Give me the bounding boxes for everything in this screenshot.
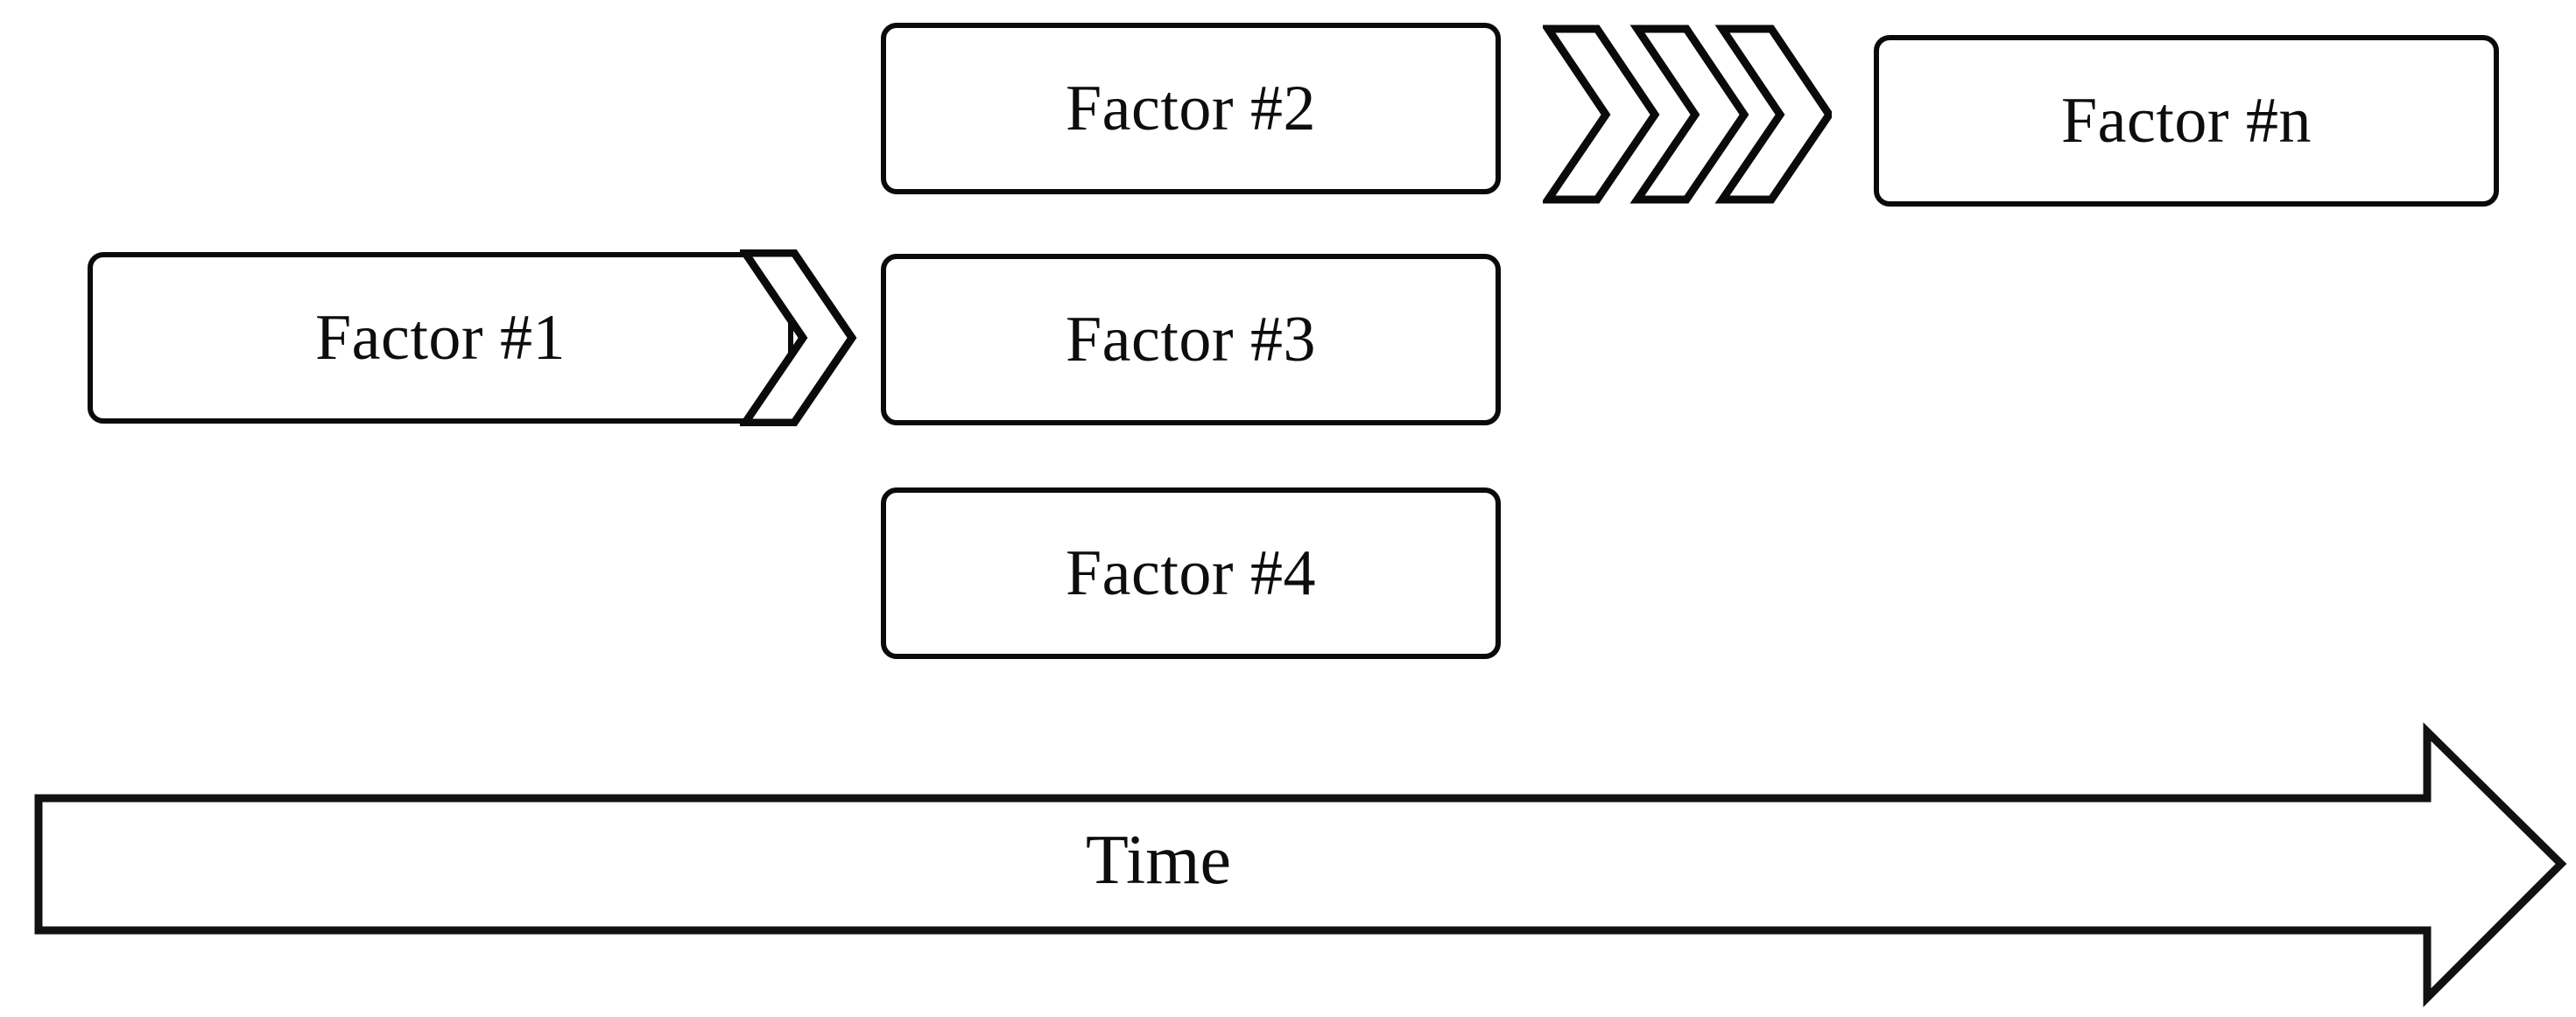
factor-box-n[interactable]: Factor #n: [1874, 35, 2499, 207]
factor-box-1-label: Factor #1: [314, 302, 567, 374]
time-arrow: Time: [0, 700, 2576, 1017]
chevron-right-triple-icon: [1540, 25, 1834, 204]
factor-box-n-label: Factor #n: [2060, 85, 2312, 157]
factor-box-4-label: Factor #4: [1065, 537, 1317, 609]
time-arrow-icon: [34, 722, 2567, 1007]
time-arrow-label: Time: [1086, 822, 1232, 899]
chevron-right-icon: [737, 249, 857, 427]
chevron-triple: [1540, 25, 1834, 205]
factor-box-4[interactable]: Factor #4: [881, 487, 1501, 659]
factor-box-3[interactable]: Factor #3: [881, 254, 1501, 425]
factor-box-2[interactable]: Factor #2: [881, 23, 1501, 194]
factor-box-3-label: Factor #3: [1065, 304, 1317, 375]
factor-box-2-label: Factor #2: [1065, 73, 1317, 144]
factor-box-1[interactable]: Factor #1: [88, 252, 793, 424]
chevron-single: [737, 249, 858, 427]
